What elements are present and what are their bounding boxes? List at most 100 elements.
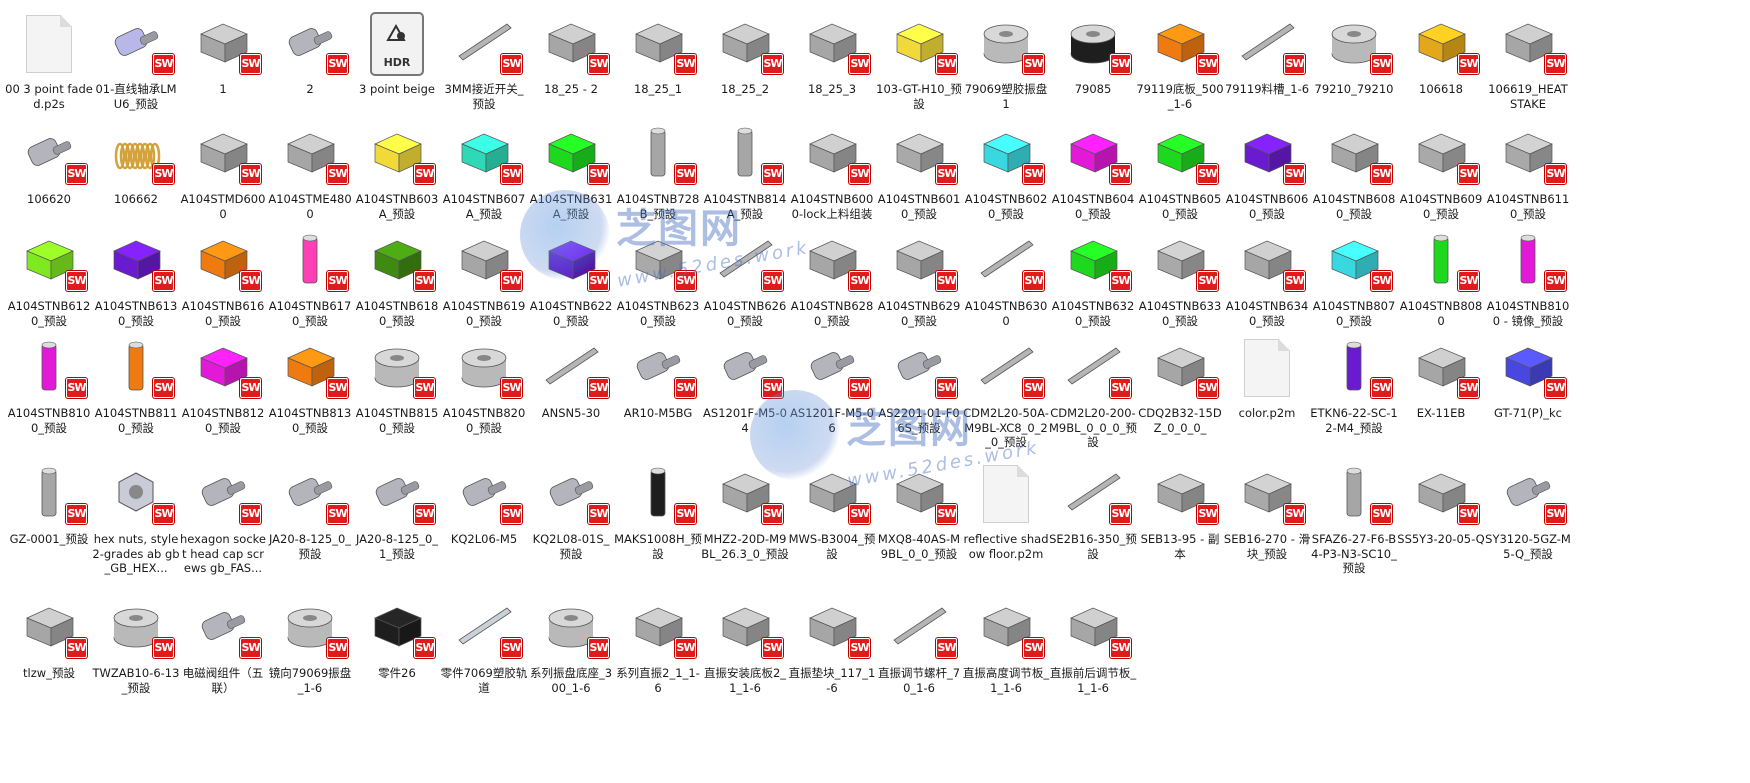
file-item[interactable]: 00 3 point faded.p2s (4, 8, 94, 136)
file-item[interactable]: color.p2m (1222, 332, 1312, 460)
file-item[interactable]: reflective shadow floor.p2m (961, 458, 1051, 586)
